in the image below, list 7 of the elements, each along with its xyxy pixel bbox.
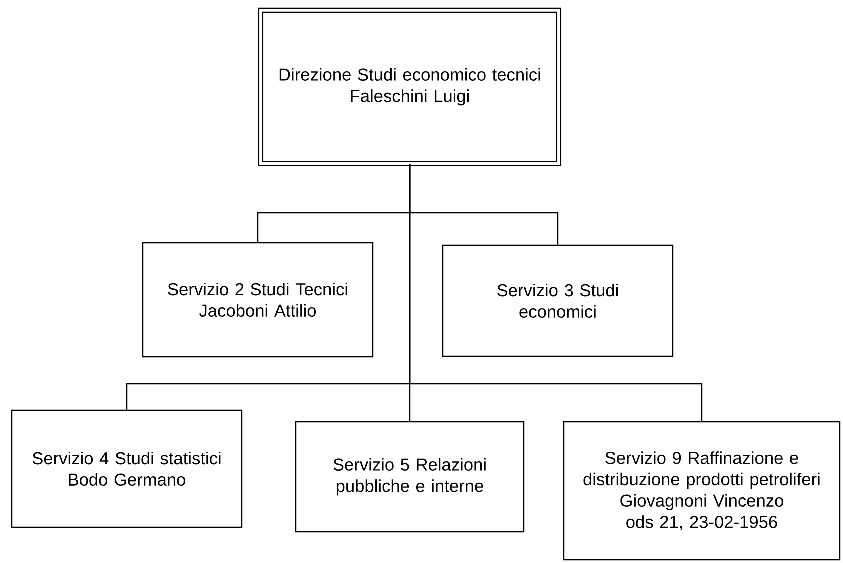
- org-box: Servizio 3 Studi economici: [442, 244, 674, 358]
- org-box: Servizio 5 Relazioni pubbliche e interne: [295, 421, 525, 533]
- org-box: Servizio 4 Studi statistici Bodo Germano: [11, 410, 243, 528]
- org-box: Servizio 9 Raffinazione e distribuzione prodotti petroliferi Giovagnoni Vincenzo ods 21, 23-02-1956: [563, 421, 841, 561]
- org-box: Direzione Studi economico tecnici Faleschini Luigi: [258, 8, 562, 166]
- connector-line: [409, 164, 703, 422]
- org-box: Servizio 2 Studi Tecnici Jacoboni Attilio: [142, 242, 374, 358]
